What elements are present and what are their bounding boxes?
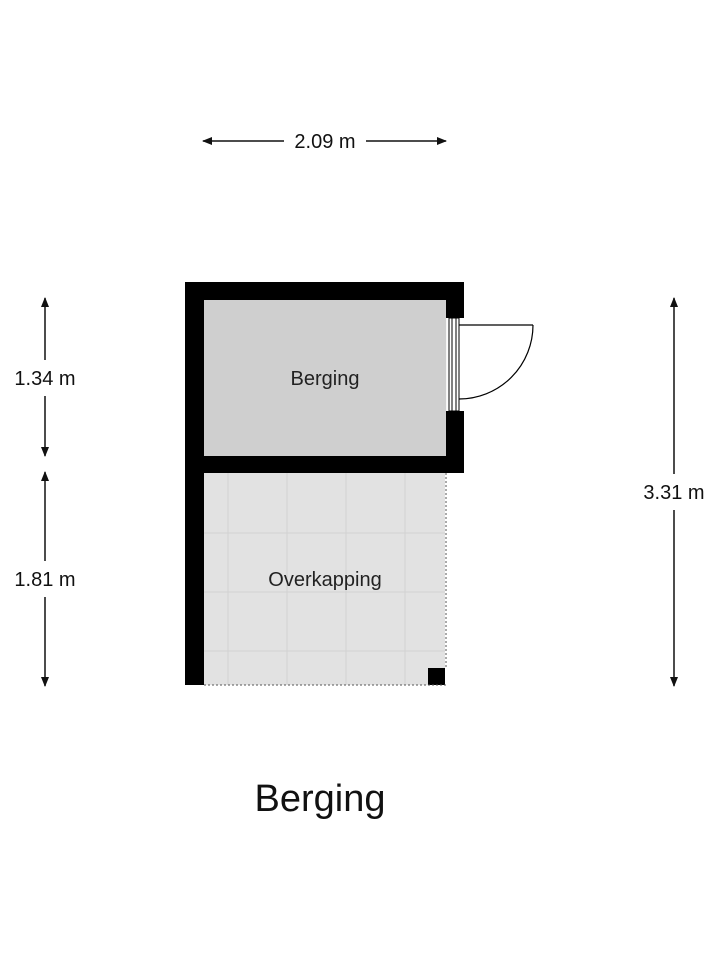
dimension-height-upper: 1.34 m [14,297,76,457]
door-swing-arc [458,324,534,400]
dimension-height-total-label: 3.31 m [643,482,704,504]
door-frame [448,317,460,412]
walls [185,282,464,685]
wall-top [185,282,464,300]
wall-divider [185,456,464,473]
door [448,317,534,412]
covered-floor-tiles [203,473,445,685]
dimension-height-lower-label: 1.81 m [14,569,75,591]
dimension-height-upper-label: 1.34 m [14,368,75,390]
storage-floor [204,300,446,456]
plan-title: Berging [254,778,386,820]
support-post [428,668,445,685]
wall-right-lower [446,411,464,473]
dimension-width-top-label: 2.09 m [294,131,355,153]
room-label-storage: Berging [291,368,360,390]
wall-right-upper [446,282,464,318]
covered-area-outline [204,473,447,686]
room-label-covered: Overkapping [268,569,381,591]
dimension-width-top: 2.09 m [202,131,447,153]
wall-left [185,282,204,685]
dimension-height-lower: 1.81 m [14,471,76,687]
dimension-height-total: 3.31 m [643,297,705,687]
